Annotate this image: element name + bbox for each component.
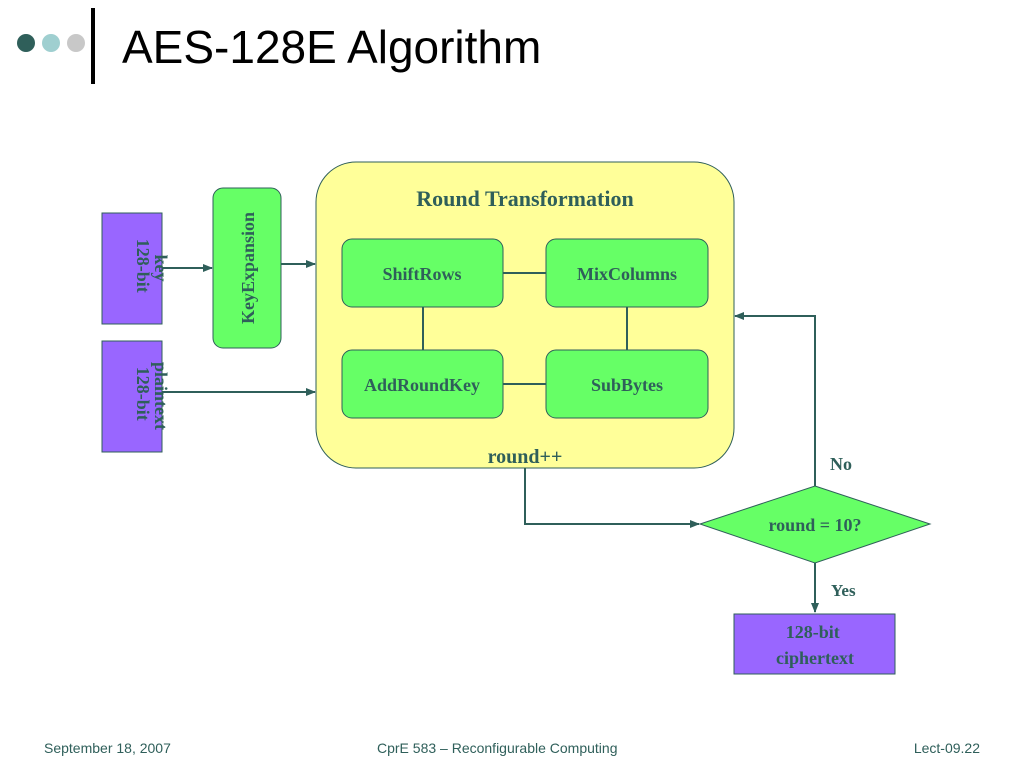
no-label: No <box>830 454 852 474</box>
footer-page-number: Lect-09.22 <box>913 740 980 756</box>
shift-rows-box <box>341 238 504 308</box>
key-input-line-1: 128-bit <box>133 239 153 293</box>
round-transformation-title: Round Transformation <box>416 186 633 211</box>
slide-title: AES-128E Algorithm <box>122 21 542 73</box>
yes-label: Yes <box>831 581 856 600</box>
footer-date: September 18, 2007 <box>44 740 171 756</box>
ciphertext-line-1: 128-bit <box>786 622 840 642</box>
key-expansion-box <box>212 187 282 349</box>
plaintext-input-label: 128-bit plaintext <box>133 362 171 430</box>
sub-bytes-box <box>545 349 709 419</box>
arrow-decision-no-loop <box>734 312 816 486</box>
sub-bytes-label: SubBytes <box>591 375 663 395</box>
shift-rows-label: ShiftRows <box>382 264 461 284</box>
key-expansion-label: KeyExpansion <box>238 212 258 324</box>
plaintext-input-line-2: plaintext <box>151 362 171 430</box>
ciphertext-output-label: 128-bit ciphertext <box>776 622 854 668</box>
ciphertext-line-2: ciphertext <box>776 648 854 668</box>
bullet-dot-dark <box>17 34 35 52</box>
bullet-dot-light <box>67 34 85 52</box>
plaintext-input-box <box>101 340 163 453</box>
add-round-key-label: AddRoundKey <box>364 375 480 395</box>
plaintext-input-line-1: 128-bit <box>133 367 153 421</box>
ciphertext-output-box <box>733 613 896 675</box>
key-input-label: 128-bit key <box>133 239 171 298</box>
round-increment-label: round++ <box>488 446 563 468</box>
key-input-line-2: key <box>151 255 171 282</box>
arrow-round-to-decision <box>524 468 700 528</box>
footer-course: CprE 583 – Reconfigurable Computing <box>377 740 618 756</box>
decision-label: round = 10? <box>769 515 862 535</box>
add-round-key-box <box>341 349 504 419</box>
mix-columns-box <box>545 238 709 308</box>
mix-columns-label: MixColumns <box>577 264 677 284</box>
key-input-box <box>101 212 163 325</box>
bullet-dot-mid <box>42 34 60 52</box>
decision-diamond <box>698 485 932 564</box>
title-divider <box>91 8 95 84</box>
